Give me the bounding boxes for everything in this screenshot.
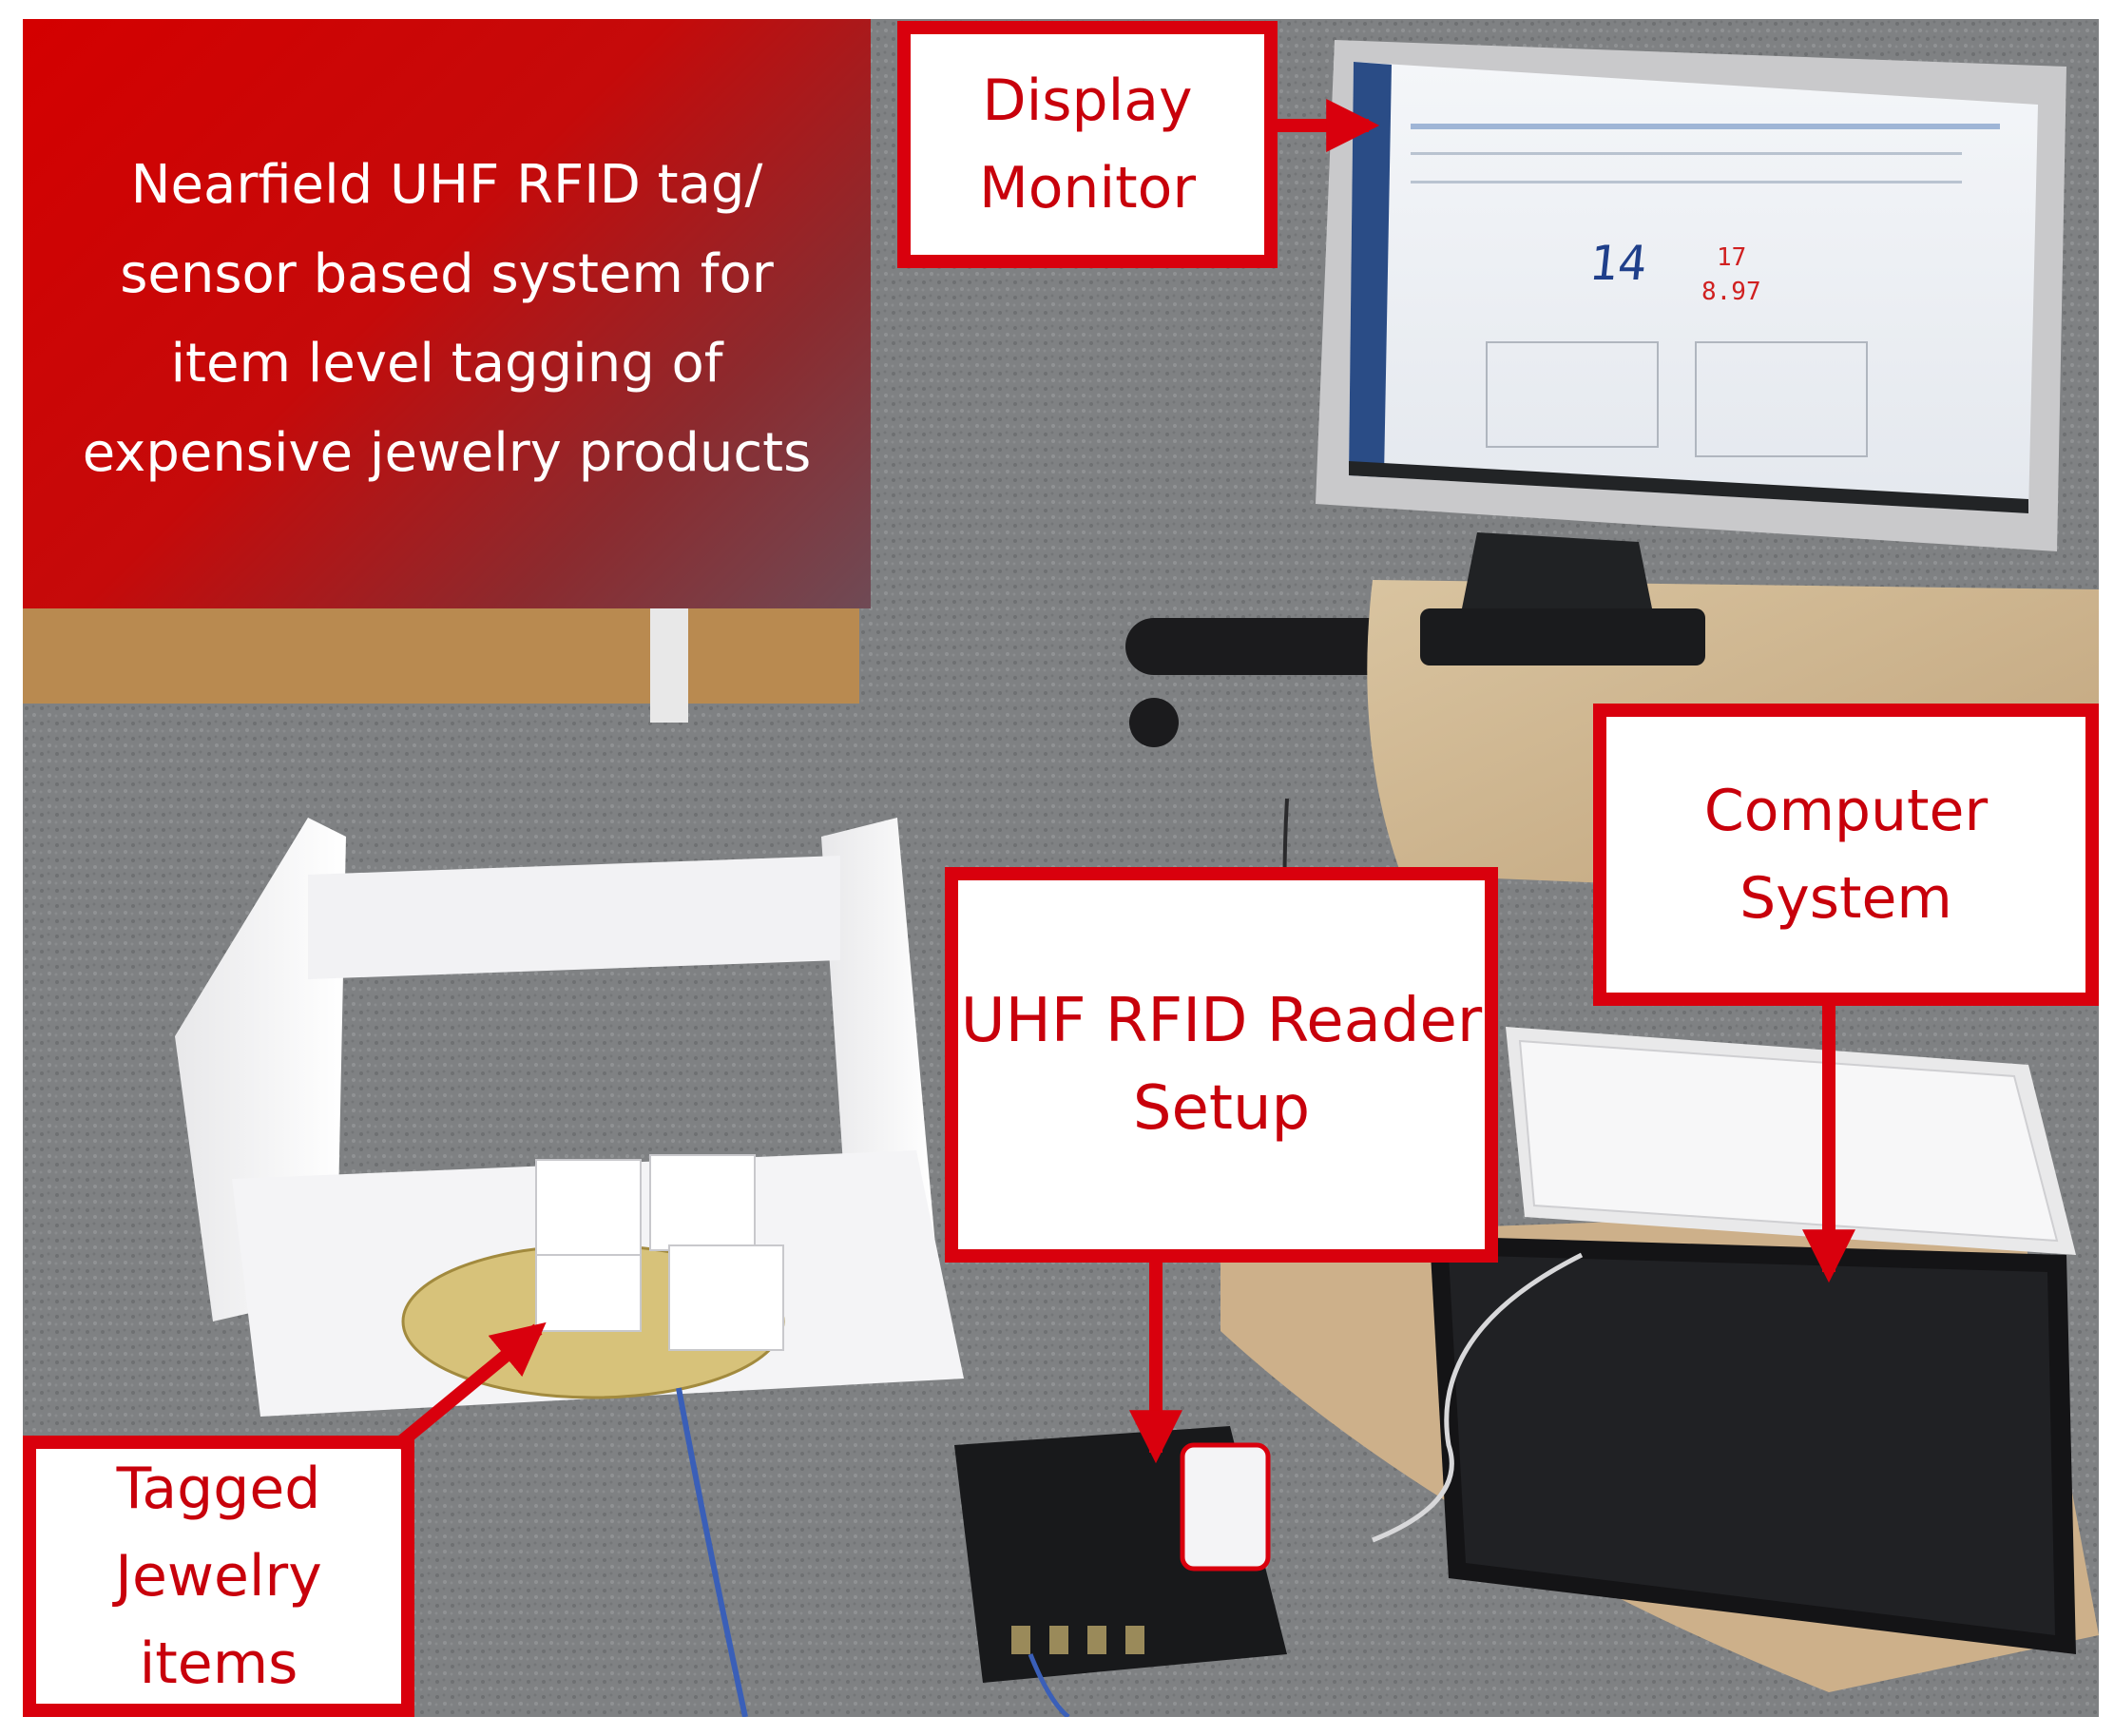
- chair-base: [1125, 618, 1411, 675]
- title-panel: Nearfield UHF RFID tag/ sensor based sys…: [23, 19, 871, 608]
- computer-system-callout: Computer System: [1593, 704, 2099, 1006]
- screen-red-reading-2: 8.97: [1701, 278, 1761, 306]
- figure-title: Nearfield UHF RFID tag/ sensor based sys…: [82, 154, 812, 484]
- wooden-shelf: [23, 589, 859, 704]
- monitor: [1316, 40, 2066, 665]
- tagged-jewelry-callout: Tagged Jewelry items: [23, 1436, 414, 1717]
- uhf-rfid-reader-label: UHF RFID Reader Setup: [960, 986, 1483, 1144]
- monitor-screen: [1349, 62, 2038, 513]
- display-monitor-callout: Display Monitor: [897, 21, 1278, 268]
- tagged-jewelry-label: Tagged Jewelry items: [115, 1456, 322, 1697]
- screen-large-reading: 14: [1586, 236, 1650, 291]
- uhf-rfid-reader-callout: UHF RFID Reader Setup: [945, 867, 1498, 1263]
- keyboard: [1506, 1027, 2076, 1255]
- rfid-reader-device: [954, 1426, 1287, 1717]
- screen-red-reading-1: 17: [1717, 243, 1747, 272]
- display-monitor-label: Display Monitor: [978, 68, 1197, 222]
- computer-system-label: Computer System: [1703, 778, 1989, 932]
